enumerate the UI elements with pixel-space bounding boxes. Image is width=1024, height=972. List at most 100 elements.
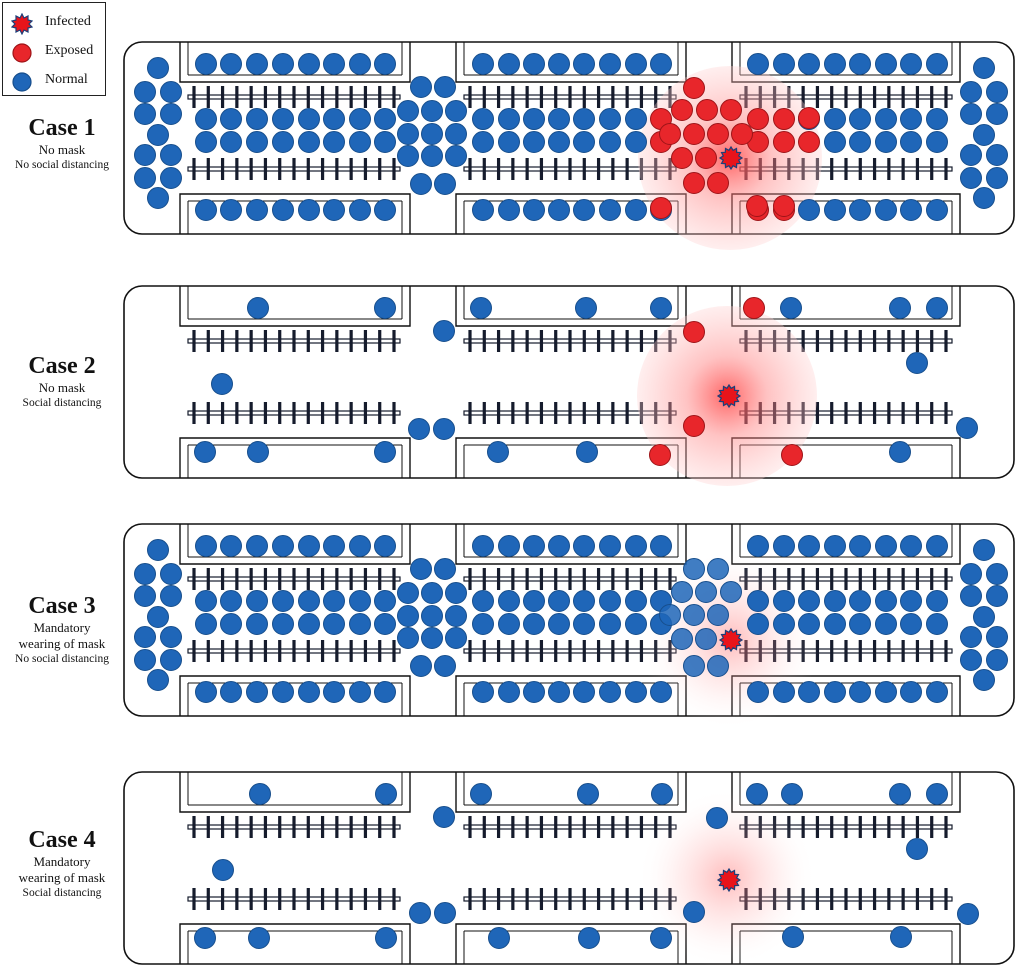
normal-passenger: [134, 649, 156, 671]
infected-passenger: [718, 627, 744, 653]
normal-passenger: [599, 131, 621, 153]
bench-seat-divider: [206, 640, 210, 662]
bench-seat-divider: [206, 888, 210, 910]
normal-passenger: [960, 626, 982, 648]
bench-seat-divider: [335, 568, 339, 590]
normal-passenger: [900, 199, 922, 221]
bench-seat-divider: [378, 816, 382, 838]
normal-passenger: [548, 131, 570, 153]
bench-seat-divider: [596, 158, 601, 180]
exposed-passenger: [720, 99, 742, 121]
bench-seat-divider: [511, 640, 515, 662]
bench-seat-divider: [596, 402, 601, 424]
normal-passenger: [849, 590, 871, 612]
bench-seat-divider: [235, 640, 239, 662]
bench-seat-divider: [235, 158, 239, 180]
legend-item-exposed: Exposed: [3, 38, 105, 66]
normal-passenger: [523, 613, 545, 635]
exposed-passenger: [773, 108, 795, 130]
bench-seat-divider: [468, 402, 472, 424]
normal-passenger: [472, 613, 494, 635]
bench-seat-divider: [596, 330, 601, 352]
normal-passenger: [246, 108, 268, 130]
bench-seat-divider: [525, 402, 529, 424]
case-2-title: Case 2: [28, 353, 96, 379]
normal-passenger: [889, 783, 911, 805]
normal-passenger: [445, 123, 467, 145]
normal-passenger: [323, 613, 345, 635]
normal-passenger: [421, 145, 443, 167]
normal-passenger: [212, 859, 234, 881]
bench-seat-divider: [887, 568, 891, 590]
bench-seat-divider: [206, 158, 210, 180]
bench-seat-divider: [582, 888, 586, 910]
normal-passenger: [573, 108, 595, 130]
bench-seat-divider: [306, 402, 310, 424]
normal-passenger: [410, 655, 432, 677]
bench-seat-divider: [306, 86, 310, 108]
normal-passenger: [397, 100, 419, 122]
bench-seat-divider: [915, 86, 920, 108]
normal-passenger: [890, 926, 912, 948]
bench-seat-divider: [830, 640, 834, 662]
bench-seat-divider: [192, 330, 196, 352]
normal-passenger: [487, 441, 509, 463]
bench-seat-divider: [844, 888, 848, 910]
bench-seat-divider: [349, 568, 353, 590]
case-3-line1: Mandatory: [33, 620, 91, 635]
bench-seat-divider: [249, 402, 253, 424]
bench-seat-divider: [539, 568, 544, 590]
normal-passenger: [160, 649, 182, 671]
normal-passenger: [625, 199, 647, 221]
door-frame-top: [455, 286, 687, 327]
normal-passenger: [397, 627, 419, 649]
normal-passenger: [134, 167, 156, 189]
legend-label-infected: Infected: [45, 14, 91, 29]
normal-passenger: [410, 173, 432, 195]
bench-seat-divider: [306, 816, 310, 838]
normal-passenger: [349, 590, 371, 612]
normal-passenger: [548, 53, 570, 75]
bench-seat-divider: [858, 86, 862, 108]
normal-passenger: [747, 53, 769, 75]
case-4-line2: wearing of mask: [18, 870, 106, 885]
normal-passenger: [409, 902, 431, 924]
bench-seat-divider: [872, 330, 877, 352]
bench-seat-divider: [901, 568, 905, 590]
bench-seat-divider: [263, 86, 268, 108]
bench-seat-divider: [801, 816, 805, 838]
bench-seat-divider: [625, 158, 629, 180]
normal-passenger: [445, 582, 467, 604]
bench-seat-divider: [582, 816, 586, 838]
normal-passenger: [650, 53, 672, 75]
case-4-line3: Social distancing: [22, 887, 102, 899]
normal-passenger: [599, 199, 621, 221]
bench-seat-divider: [306, 888, 310, 910]
bench-seat-divider: [278, 158, 282, 180]
normal-passenger: [247, 297, 269, 319]
bench-seat-divider: [235, 568, 239, 590]
normal-passenger: [824, 131, 846, 153]
normal-passenger: [599, 681, 621, 703]
bench-seat-divider: [220, 888, 225, 910]
bench-seat-divider: [844, 640, 848, 662]
bench-seat-divider: [335, 888, 339, 910]
normal-passenger: [747, 590, 769, 612]
case-4-label: Case 4 Mandatory wearing of mask Social …: [2, 826, 122, 901]
bench-seat-divider: [496, 640, 501, 662]
bench-seat-divider: [349, 640, 353, 662]
normal-passenger: [782, 926, 804, 948]
bench-seat-divider: [596, 816, 601, 838]
bench-seat-divider: [496, 86, 501, 108]
normal-passenger: [900, 590, 922, 612]
bench-seat-divider: [944, 888, 948, 910]
bench-seat-divider: [844, 816, 848, 838]
normal-passenger: [323, 681, 345, 703]
bench-seat-divider: [482, 816, 486, 838]
exposed-passenger: [683, 123, 705, 145]
bench-seat-divider: [887, 888, 891, 910]
bench-seat-divider: [468, 640, 472, 662]
bench-seat-divider: [830, 330, 834, 352]
normal-passenger: [195, 535, 217, 557]
case-3-title: Case 3: [28, 593, 96, 619]
